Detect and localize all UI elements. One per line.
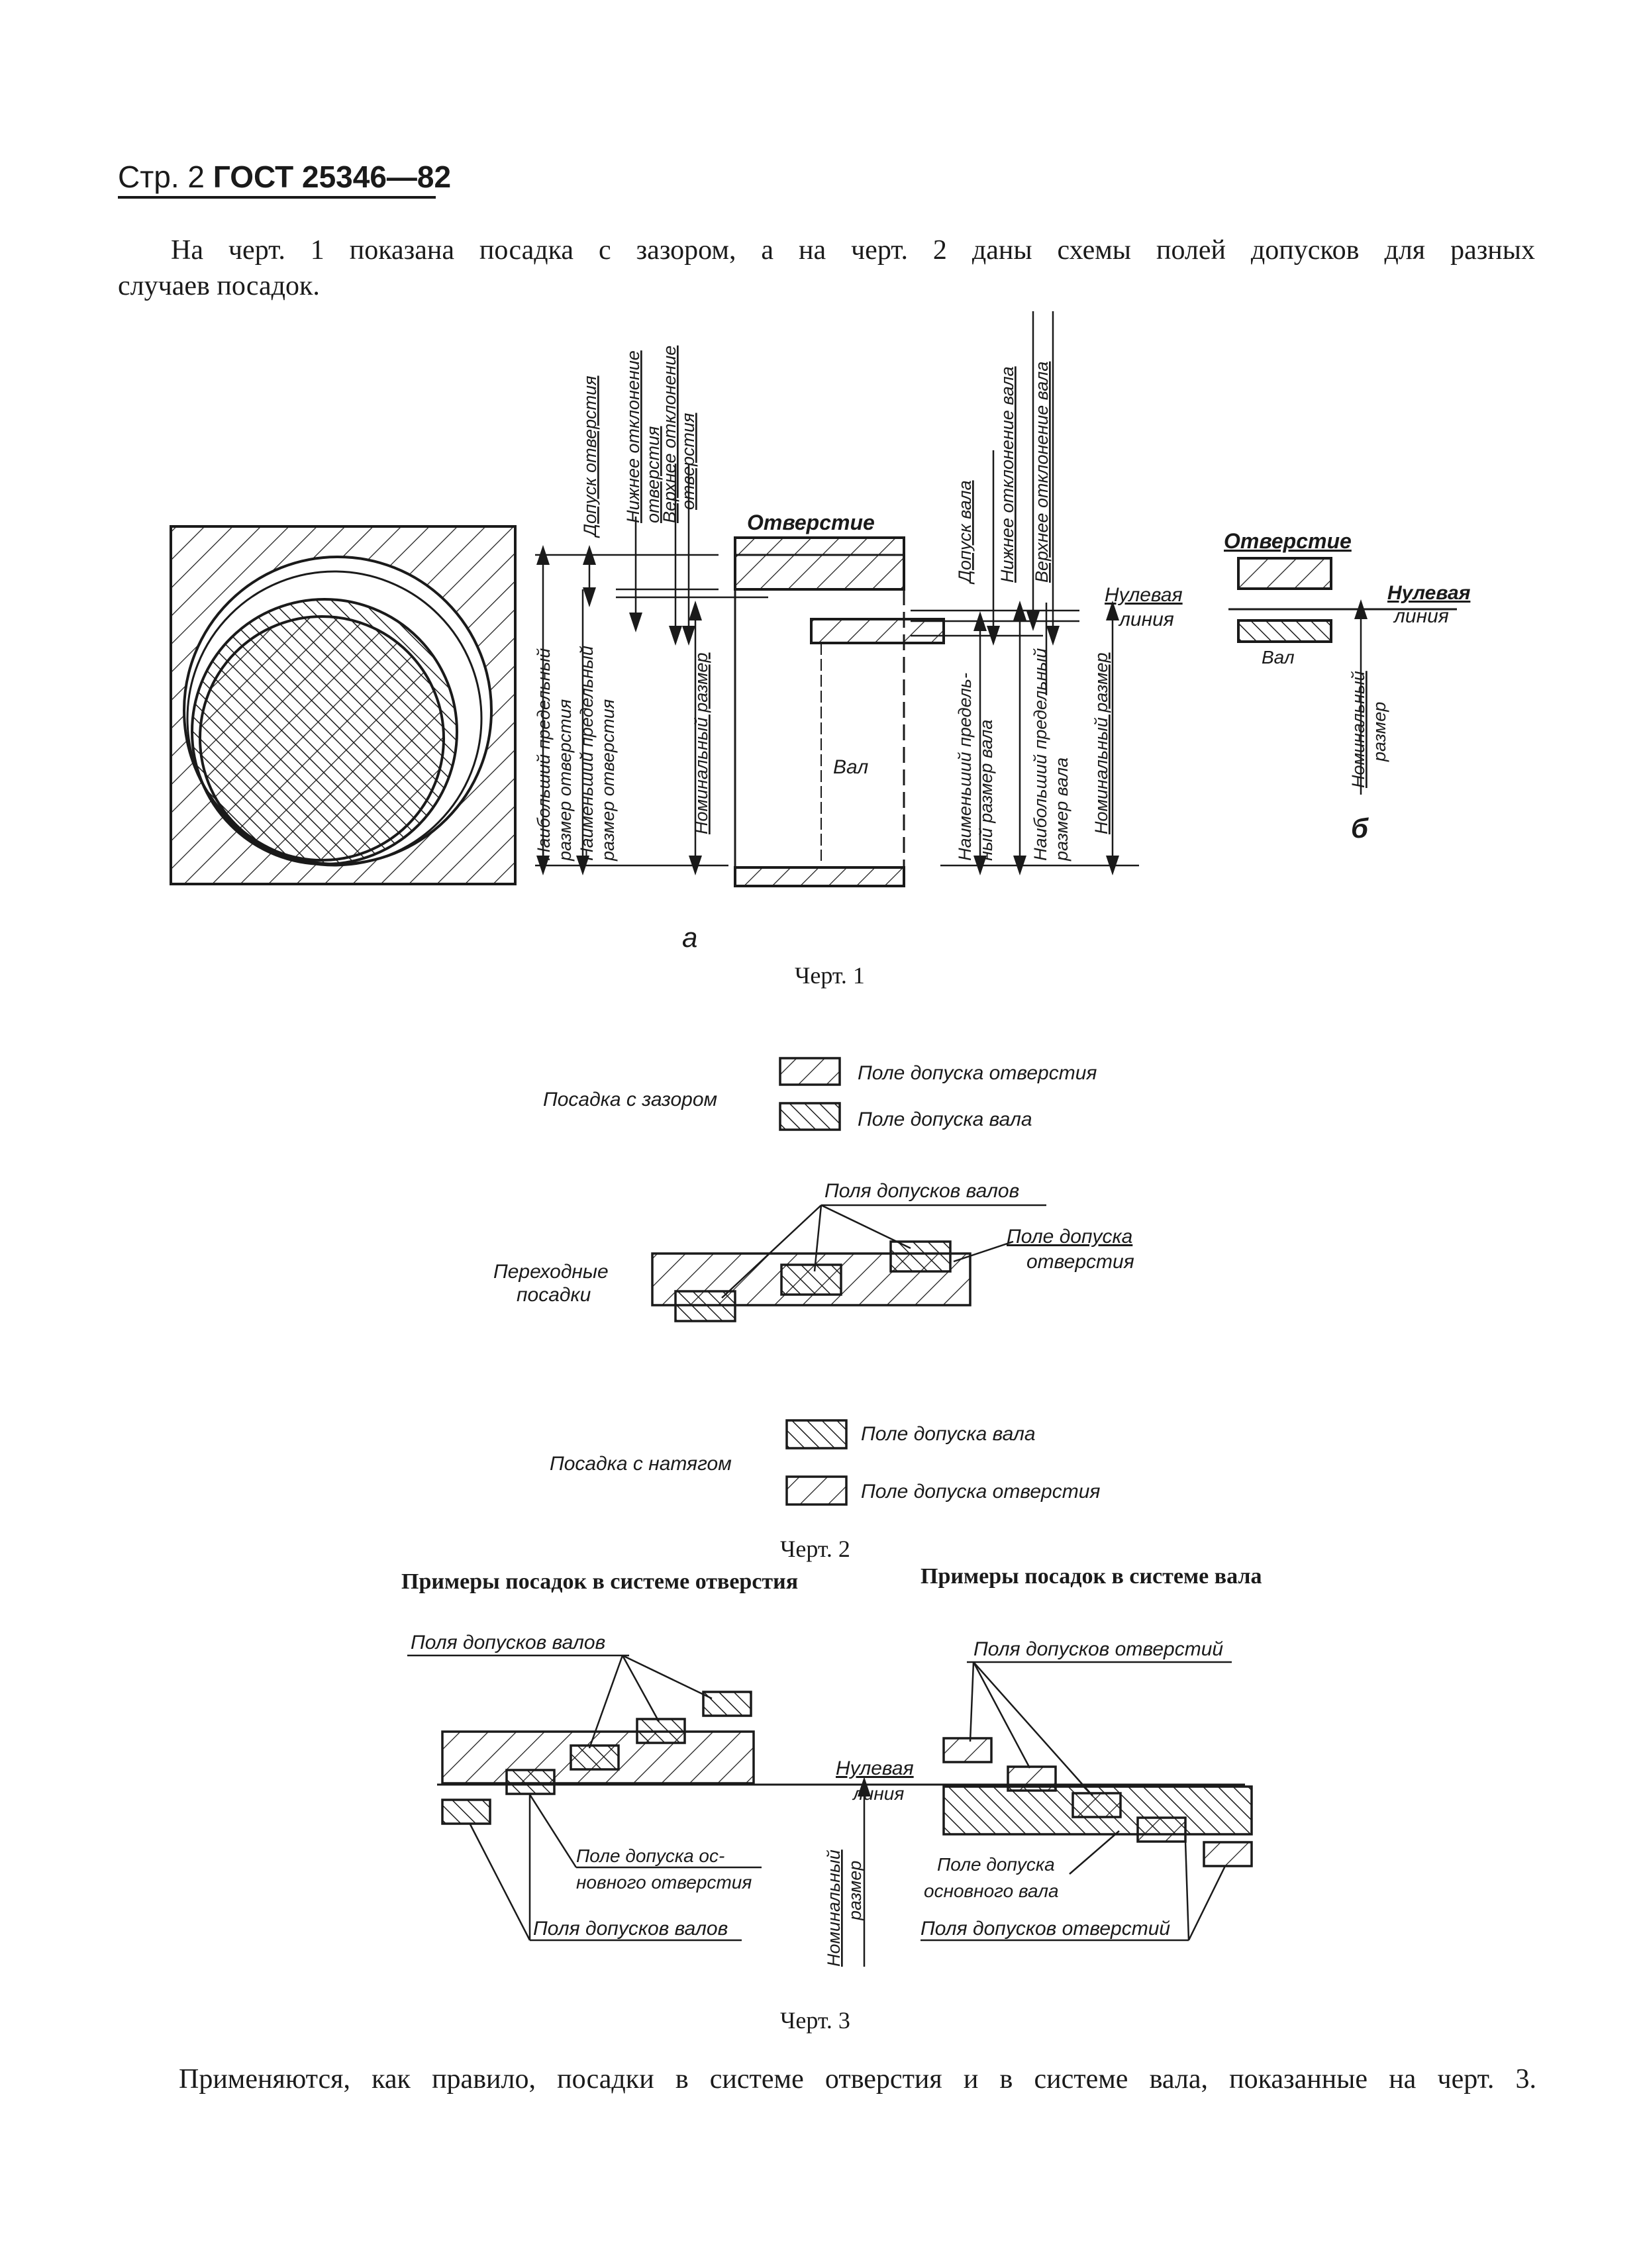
fig1b-hole-label: Отверстие — [1224, 529, 1352, 553]
fig1-nominal: Номинальный размер — [691, 652, 711, 834]
fig3-basic-shaft-1: Поле допуска — [937, 1854, 1055, 1875]
fig3-hole-fields-top: Поля допусков отверстий — [973, 1638, 1223, 1660]
fig1-reference-lines — [535, 311, 1139, 875]
fig3-nominal-2: размер — [845, 1861, 865, 1921]
fig3-left-title: Примеры посадок в системе отверстия — [401, 1569, 799, 1594]
fig1-label-b: б — [1351, 813, 1369, 844]
fig2-shaft-field-3: Поле допуска вала — [861, 1423, 1036, 1445]
fig1-shaft-tol: Допуск вала — [955, 480, 975, 585]
fig1b-shaft-label: Вал — [1262, 647, 1295, 667]
fig3-caption: Черт. 3 — [780, 2007, 850, 2034]
fig1-shaft-lower: Нижнее отклонение вала — [997, 366, 1017, 583]
fig2-hole-field-1: Поле допуска отверстия — [858, 1062, 1097, 1084]
fig1-zero-line-1: Нулевая — [1105, 584, 1183, 606]
fig1-hole-lower-1: Нижнее отклонение — [623, 350, 643, 523]
fig1-shaft-label: Вал — [833, 756, 868, 778]
fig2-clearance — [779, 1057, 841, 1131]
fig1b-zero-line-2: линия — [1393, 605, 1449, 627]
fig2-hole-field-2b: отверстия — [1026, 1251, 1134, 1273]
fig1-shaft-min-2: ный размер вала — [976, 720, 996, 861]
fig1-caption: Черт. 1 — [795, 962, 865, 989]
fig2-clearance-label: Посадка с зазором — [543, 1089, 717, 1110]
fig3-basic-hole-2: новного отверстия — [576, 1872, 752, 1893]
fig3-shaft-fields-bottom: Поля допусков валов — [533, 1918, 728, 1940]
fig1-shaft-max-1: Наибольший предельный — [1030, 648, 1050, 861]
page-header: Стр. 2 ГОСТ 25346—82 — [118, 159, 451, 195]
fig1-shaft-min-1: Наименьший предель- — [955, 673, 975, 861]
fig1b-nominal-1: Номинальный — [1348, 671, 1368, 788]
page-number: Стр. 2 — [118, 160, 205, 194]
fig1-hole-max-1: Наибольший предельный — [534, 648, 554, 861]
fig3-shaft-fields-top: Поля допусков валов — [411, 1632, 605, 1653]
fig3-zero-line-1: Нулевая — [836, 1757, 914, 1779]
fig1-label-a: а — [682, 922, 697, 953]
fig1-hole-upper-1: Верхнее отклонение — [660, 346, 679, 523]
fig3-right-title: Примеры посадок в системе вала — [921, 1564, 1262, 1589]
fig2-transition — [651, 1204, 1046, 1322]
fig1-hole-lower-2: отверстия — [643, 426, 663, 523]
fig2-transition-1: Переходные — [493, 1261, 609, 1283]
fig1-hole-shaft — [734, 536, 945, 887]
fig1-b-scheme — [1228, 557, 1457, 795]
fig2-hole-field-2a: Поле допуска — [1007, 1226, 1132, 1248]
fig2-shaft-fields: Поля допусков валов — [824, 1180, 1019, 1202]
fig2-interference-label: Посадка с натягом — [550, 1453, 732, 1475]
fig1b-nominal-2: размер — [1369, 702, 1389, 762]
fig1-hole-tol: Допуск отверстия — [580, 375, 600, 538]
fig3-hole-fields-bottom: Поля допусков отверстий — [921, 1918, 1170, 1940]
fig3-hole-system — [407, 1654, 762, 1942]
fig3-basic-hole-1: Поле допуска ос- — [576, 1846, 724, 1866]
fig1-shaft-upper: Верхнее отклонение вала — [1032, 362, 1052, 583]
fig1-hole-min-2: размер отверстия — [598, 699, 618, 862]
standard-number: ГОСТ 25346—82 — [213, 160, 452, 194]
fig3-basic-shaft-2: основного вала — [924, 1881, 1059, 1901]
fig3-zero-line-2: линия — [852, 1783, 904, 1804]
fig1-hole-min-1: Наименьший предельный — [577, 646, 597, 861]
fig2-interference — [785, 1419, 848, 1506]
fig1-nominal-2: Номинальный размер — [1091, 652, 1111, 834]
intro-line-2: случаев посадок. — [118, 271, 320, 301]
fig1b-zero-line-1: Нулевая — [1387, 582, 1471, 604]
fig1-hole-max-2: размер отверстия — [555, 699, 575, 862]
fig1-hole-upper-2: отверстия — [678, 413, 698, 510]
fig3-shaft-system — [921, 1661, 1253, 1942]
intro-line-1: На черт. 1 показана посадка с зазором, а… — [171, 235, 1535, 266]
fig2-caption: Черт. 2 — [780, 1536, 850, 1562]
fig2-hole-field-3: Поле допуска отверстия — [861, 1481, 1100, 1503]
closing-paragraph: Применяются, как правило, посадки в сист… — [179, 2064, 1536, 2095]
fig2-shaft-field-1: Поле допуска вала — [858, 1109, 1032, 1130]
fig1-cross-section — [170, 525, 517, 885]
header-rule — [118, 196, 436, 199]
fig3-nominal-1: Номинальный — [824, 1849, 844, 1967]
fig1-hole-label: Отверстие — [747, 511, 875, 534]
fig2-transition-2: посадки — [517, 1284, 591, 1306]
fig1-shaft-max-2: размер вала — [1052, 758, 1071, 862]
fig1-zero-line-2: линия — [1118, 609, 1174, 630]
